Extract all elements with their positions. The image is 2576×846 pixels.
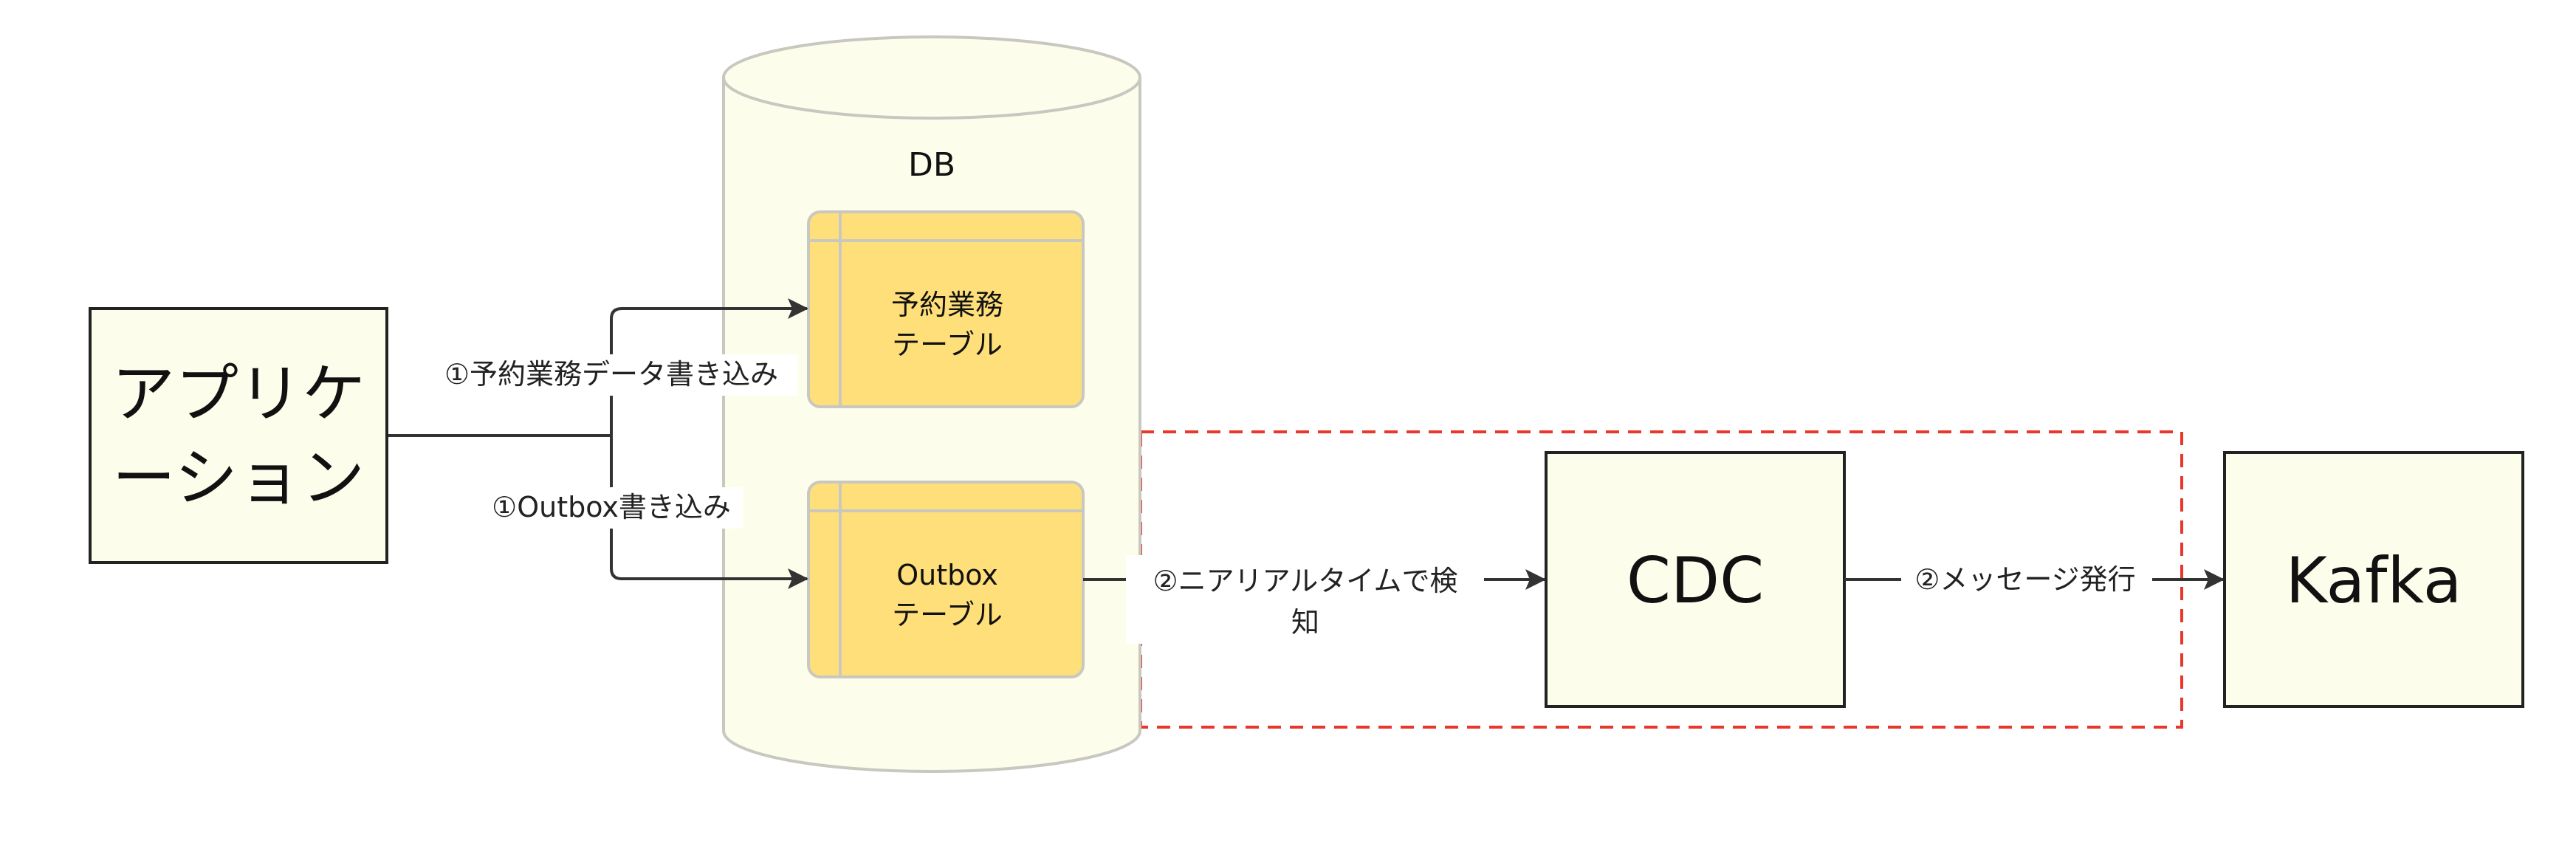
cdc-node[interactable]: CDC	[1545, 451, 1846, 708]
application-label-line2: ーション	[112, 441, 365, 515]
edge-label-detect-line1: ②ニアリアルタイムで検	[1153, 565, 1458, 597]
edge-app-to-outbox	[610, 436, 808, 589]
edge-label-detect-line2: 知	[1291, 606, 1319, 639]
kafka-label: Kafka	[2286, 544, 2462, 618]
outbox-table-label-line1: Outbox	[896, 559, 998, 591]
outbox-table[interactable]: Outbox テーブル	[807, 481, 1085, 678]
edge-outbox-to-cdc: ②ニアリアルタイムで検 知	[1083, 555, 1546, 644]
edge-cdc-to-kafka: ②メッセージ発行	[1844, 558, 2225, 599]
application-label-line1: アプリケ	[111, 357, 365, 431]
cdc-label: CDC	[1627, 544, 1764, 618]
edge-app-to-reservation	[610, 298, 808, 436]
reservation-table-label-line1: 予約業務	[891, 289, 1003, 321]
reservation-table-label-line2: テーブル	[892, 329, 1003, 361]
outbox-table-label-line2: テーブル	[892, 599, 1003, 631]
reservation-table[interactable]: 予約業務 テーブル	[807, 210, 1085, 408]
application-write-edges: ①予約業務データ書き込み ①Outbox書き込み	[388, 298, 808, 589]
edge-label-write-reservation: ①予約業務データ書き込み	[444, 358, 778, 391]
edge-label-publish-message: ②メッセージ発行	[1914, 563, 2135, 596]
application-node[interactable]: アプリケ ーション	[89, 307, 388, 564]
db-label: DB	[908, 146, 955, 184]
edge-label-write-outbox: ①Outbox書き込み	[492, 491, 731, 523]
kafka-node[interactable]: Kafka	[2223, 451, 2524, 708]
